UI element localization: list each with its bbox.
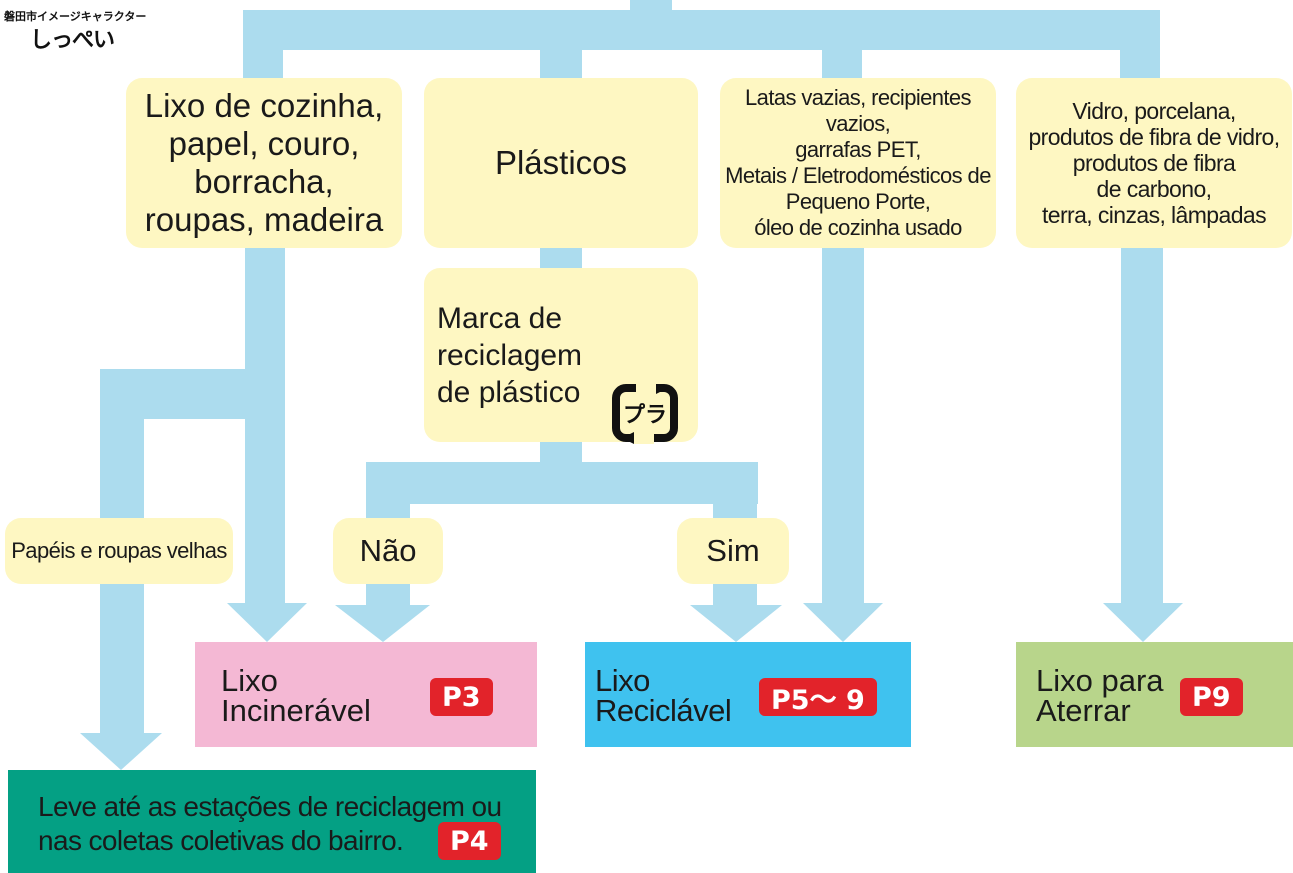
mascot-caption: 磐田市イメージキャラクター (4, 10, 147, 23)
category-glass-ceramics: Vidro, porcelana, produtos de fibra de v… (1016, 78, 1292, 248)
pla-mark-text: プラ (623, 403, 667, 428)
kitchen-stem (245, 240, 285, 606)
destination-incinerable-label: Lixo Incinerável (221, 663, 371, 728)
plastics-split (366, 462, 758, 504)
option-paper-clothes: Papéis e roupas velhas (5, 518, 233, 584)
option-paper-clothes-label: Papéis e roupas velhas (11, 538, 227, 563)
pla-recycling-mark-icon: プラ (610, 364, 680, 444)
option-no: Não (333, 518, 443, 584)
destination-stations: Leve até as estações de reciclagem ou na… (8, 770, 536, 873)
destination-recyclable: Lixo Reciclável P5～ 9 (585, 642, 911, 747)
option-yes-label: Sim (706, 533, 760, 568)
category-plastics-label: Plásticos (494, 144, 628, 181)
yes-arrowhead (690, 605, 782, 642)
decision-question: Marca de reciclagem de plástico (437, 301, 583, 409)
no-arrowhead (335, 605, 430, 642)
paper-arrowhead (80, 733, 162, 770)
category-cans-label: Latas vazias, recipientes vazios, garraf… (725, 85, 991, 240)
category-plastics: Plásticos (424, 78, 698, 248)
category-cans-metals: Latas vazias, recipientes vazios, garraf… (720, 78, 996, 248)
cans-arrowhead (803, 603, 883, 642)
page-badge-stations: P4 (438, 822, 501, 860)
destination-landfill: Lixo para Aterrar P9 (1016, 642, 1293, 747)
destination-landfill-label: Lixo para Aterrar (1036, 663, 1164, 728)
page-badge-recyclable: P5～ 9 (759, 678, 877, 716)
option-no-label: Não (359, 533, 417, 568)
option-yes: Sim (677, 518, 789, 584)
top-bus (243, 10, 1160, 50)
drop-plastics (540, 10, 582, 80)
mascot-logo: しっぺい (30, 28, 115, 53)
destination-stations-label: Leve até as estações de reciclagem ou na… (38, 791, 502, 856)
page-badge-landfill: P9 (1180, 678, 1243, 716)
destination-recyclable-label: Lixo Reciclável (595, 663, 732, 728)
decision-plastic-mark: Marca de reciclagem de plástico プラ (424, 268, 698, 444)
cans-stem (822, 240, 864, 606)
destination-incinerable: Lixo Incinerável P3 (195, 642, 537, 747)
glass-arrowhead (1103, 603, 1183, 642)
category-glass-label: Vidro, porcelana, produtos de fibra de v… (1028, 98, 1280, 228)
kitchen-arrowhead (227, 603, 307, 642)
glass-stem (1121, 240, 1163, 606)
category-kitchen-label: Lixo de cozinha, papel, couro, borracha,… (144, 87, 384, 238)
category-kitchen-paper: Lixo de cozinha, papel, couro, borracha,… (126, 78, 402, 248)
page-badge-incinerable: P3 (430, 678, 493, 716)
drop-glass (1120, 10, 1160, 85)
drop-cans (822, 10, 862, 85)
